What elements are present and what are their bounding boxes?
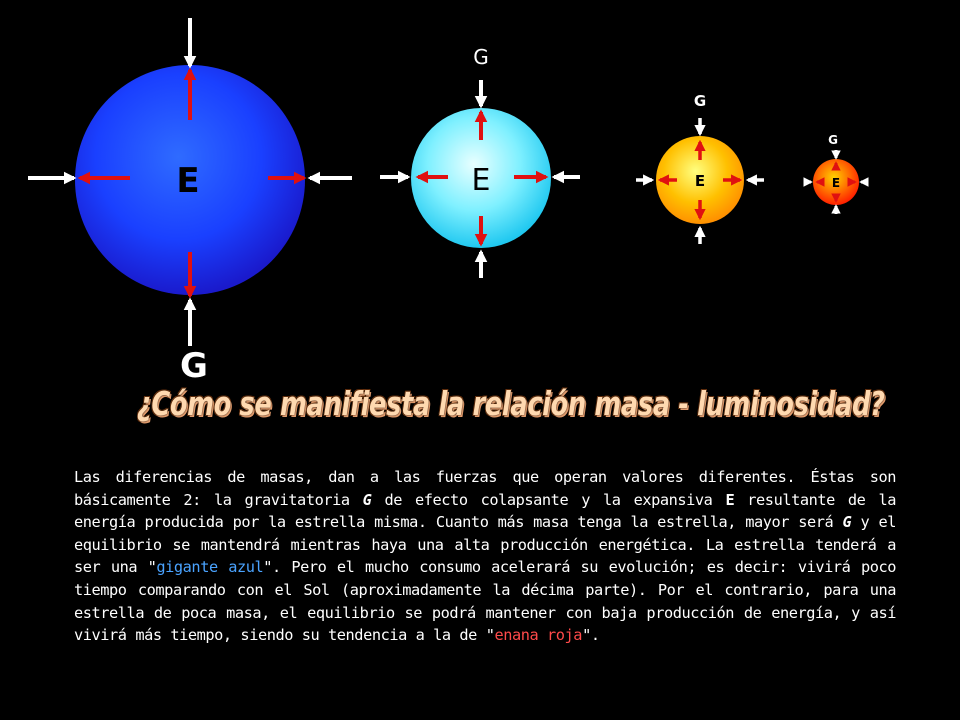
yellow-g-label: G xyxy=(694,92,706,110)
para-text-6: ". xyxy=(582,626,600,645)
white-blue-sphere xyxy=(411,108,551,248)
para-text-1: Las diferencias de masas, dan a las fuer… xyxy=(74,468,896,509)
blue-giant-sphere xyxy=(75,65,305,295)
para-g-symbol-1: G xyxy=(362,490,372,509)
para-g-symbol-2: G xyxy=(842,513,852,532)
blue-giant-e-label: E xyxy=(176,161,199,201)
para-e-symbol: E xyxy=(725,490,735,509)
term-gigante-azul: gigante azul xyxy=(156,558,264,577)
term-enana-roja: enana roja xyxy=(494,626,583,645)
star-blue-giant: E G xyxy=(28,18,352,386)
blue-giant-g-label: G xyxy=(180,346,208,386)
para-text-4: y el equilibrio se mantendrá mientras ha… xyxy=(74,513,896,577)
yellow-e-label: E xyxy=(695,172,705,190)
slide-title: ¿Cómo se manifiesta la relación masa - l… xyxy=(136,384,885,423)
red-dwarf-sphere xyxy=(813,159,859,205)
star-red-dwarf: E G xyxy=(803,133,869,214)
star-white-blue: E G xyxy=(380,45,580,278)
red-dwarf-g-label: G xyxy=(828,133,838,147)
star-yellow: E G xyxy=(636,92,764,244)
para-text-3: resultante de la energía producida por l… xyxy=(74,490,896,532)
white-blue-g-label: G xyxy=(473,45,489,69)
stars-diagram: E G E G E G xyxy=(28,18,869,386)
explanation-paragraph: Las diferencias de masas, dan a las fuer… xyxy=(74,466,896,647)
para-text-2: de efecto colapsante y la expansiva xyxy=(371,490,726,509)
white-blue-e-label: E xyxy=(472,163,491,198)
red-dwarf-e-label: E xyxy=(832,176,840,190)
yellow-sphere xyxy=(656,136,744,224)
para-text-5: ". Pero el mucho consumo acelerará su ev… xyxy=(74,558,896,645)
